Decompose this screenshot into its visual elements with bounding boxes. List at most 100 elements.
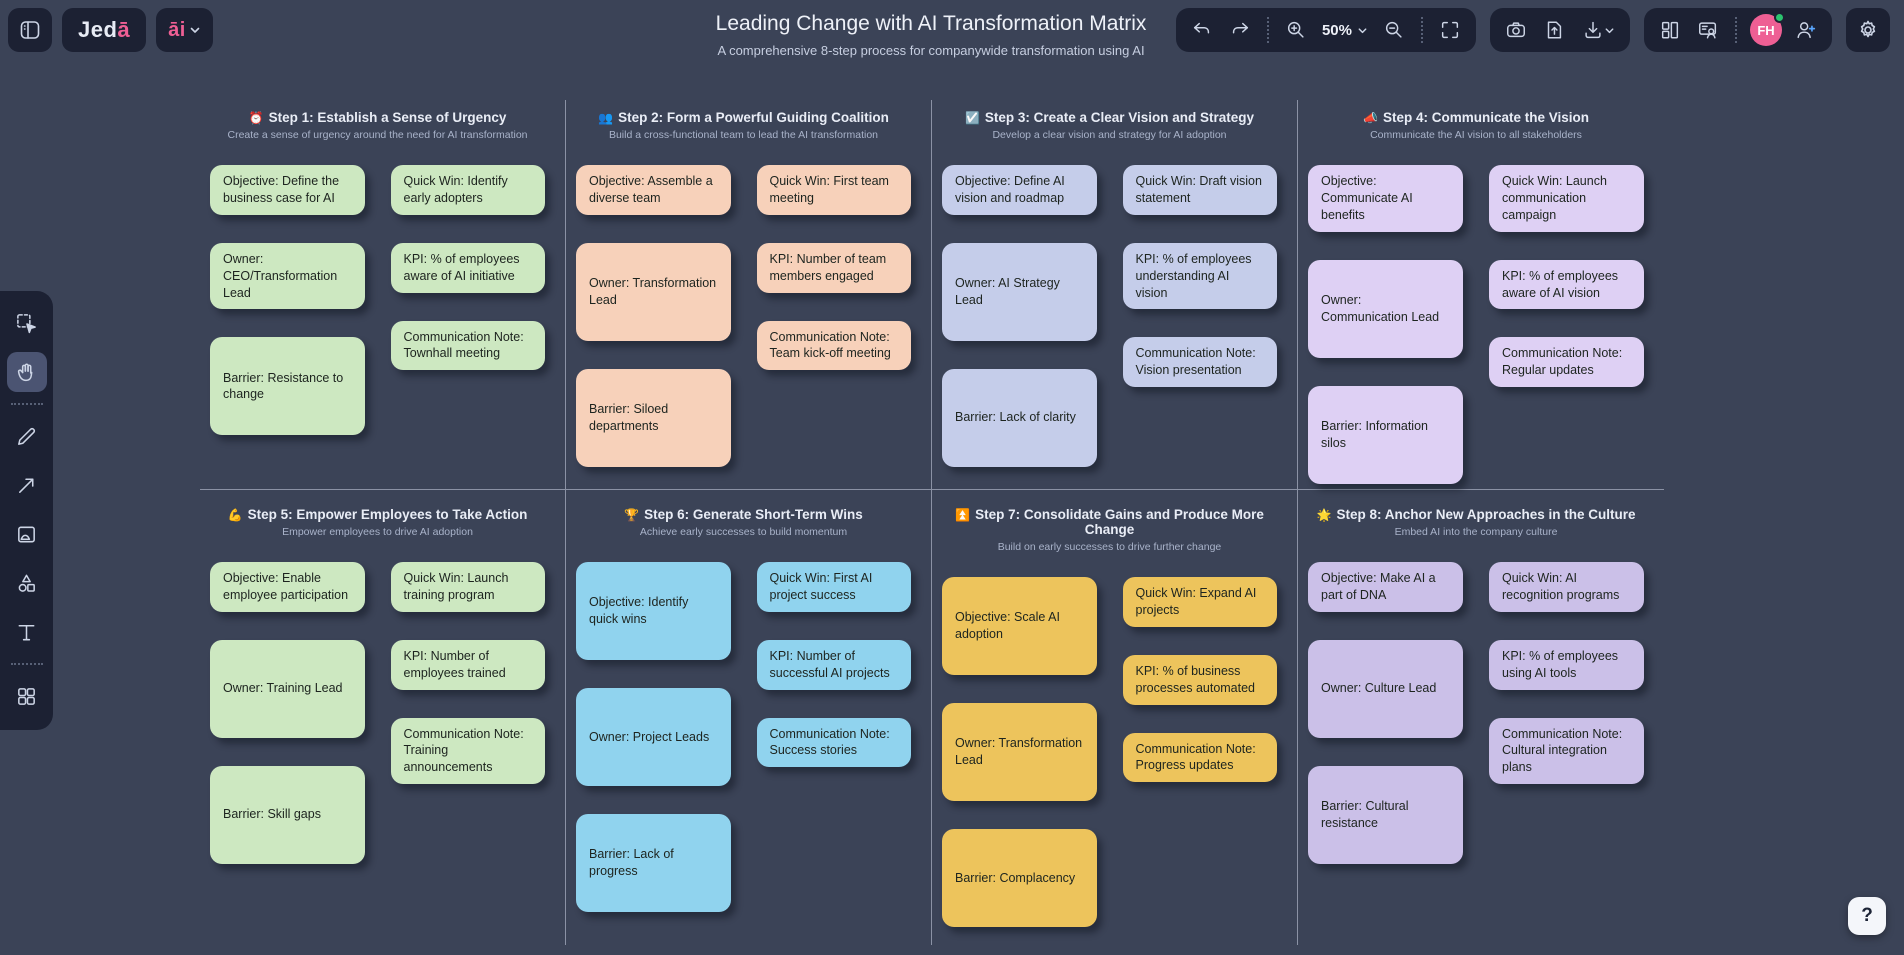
step-header[interactable]: ⏰Step 1: Establish a Sense of Urgency Cr… [210,110,545,141]
step-section: ⏰Step 1: Establish a Sense of Urgency Cr… [200,100,566,490]
step-header[interactable]: ☑️Step 3: Create a Clear Vision and Stra… [942,110,1277,141]
sticky-note[interactable]: Quick Win: Launch training program [390,562,545,612]
sticky-note[interactable]: Communication Note: Progress updates [1122,732,1277,783]
sticky-note[interactable]: Objective: Enable employee participation [210,562,365,612]
step-title: 🌟Step 8: Anchor New Approaches in the Cu… [1316,507,1636,522]
invite-user-button[interactable] [1788,12,1824,48]
sticky-note[interactable]: Barrier: Cultural resistance [1308,765,1463,864]
sticky-note[interactable]: Quick Win: Draft vision statement [1122,165,1277,215]
sticky-note[interactable]: Communication Note: Vision presentation [1122,337,1277,388]
sticky-note[interactable]: Barrier: Lack of clarity [942,368,1097,467]
sticky-note[interactable]: Communication Note: Cultural integration… [1489,717,1644,785]
layout-columns-icon [1659,19,1681,41]
sticky-note[interactable]: Objective: Make AI a part of DNA [1308,562,1463,612]
zoom-in-button[interactable] [1278,12,1314,48]
sticky-note[interactable]: Quick Win: Identify early adopters [390,165,545,215]
sticky-note[interactable]: Quick Win: First AI project success [756,562,911,612]
redo-button[interactable] [1222,12,1258,48]
image-icon [15,523,38,546]
step-header[interactable]: 🏆Step 6: Generate Short-Term Wins Achiev… [576,507,911,538]
account-avatar-button[interactable]: FH [1746,12,1786,48]
online-status-dot [1774,12,1785,23]
sticky-note[interactable]: Quick Win: Launch communication campaign [1489,165,1644,232]
step-title: ☑️Step 3: Create a Clear Vision and Stra… [964,110,1255,125]
zoom-level-dropdown[interactable]: 50% [1316,12,1374,48]
divider [10,663,43,665]
sticky-note[interactable]: Communication Note: Townhall meeting [390,320,545,371]
sticky-note[interactable]: Barrier: Siloed departments [576,368,731,467]
sticky-note[interactable]: Objective: Assemble a diverse team [576,165,731,215]
sticky-note[interactable]: Quick Win: First team meeting [756,165,911,215]
sticky-note[interactable]: Owner: AI Strategy Lead [942,242,1097,341]
step-header[interactable]: 🌟Step 8: Anchor New Approaches in the Cu… [1308,507,1644,538]
sidebar-toggle-button[interactable] [8,8,52,52]
screenshot-button[interactable] [1498,12,1534,48]
template-button[interactable] [1690,12,1726,48]
tool-rail [0,291,53,730]
step-header[interactable]: 💪Step 5: Empower Employees to Take Actio… [210,507,545,538]
sticky-note[interactable]: KPI: Number of team members engaged [756,242,911,293]
card-column-right: Quick Win: Launch communication campaign… [1489,165,1644,484]
download-button[interactable] [1574,12,1622,48]
matrix-grid: ⏰Step 1: Establish a Sense of Urgency Cr… [200,100,1664,945]
arrow-tool-button[interactable] [7,465,47,505]
layout-columns-button[interactable] [1652,12,1688,48]
sticky-note[interactable]: Barrier: Complacency [942,829,1097,927]
help-button[interactable]: ? [1848,897,1886,935]
sticky-note[interactable]: Quick Win: Expand AI projects [1122,577,1277,627]
shapes-tool-button[interactable] [7,563,47,603]
sticky-note[interactable]: KPI: Number of successful AI projects [756,639,911,690]
image-tool-button[interactable] [7,514,47,554]
apps-tool-button[interactable] [7,676,47,716]
undo-icon [1191,19,1213,41]
sticky-note[interactable]: Owner: Culture Lead [1308,639,1463,738]
step-section: 🌟Step 8: Anchor New Approaches in the Cu… [1298,490,1664,945]
zoom-out-button[interactable] [1376,12,1412,48]
sticky-note[interactable]: Objective: Define the business case for … [210,165,365,215]
sticky-note[interactable]: Owner: Transformation Lead [942,703,1097,801]
text-tool-button[interactable] [7,612,47,652]
sticky-note[interactable]: KPI: % of business processes automated [1122,654,1277,705]
undo-button[interactable] [1184,12,1220,48]
step-header[interactable]: 📣Step 4: Communicate the Vision Communic… [1308,110,1644,141]
step-title: 👥Step 2: Form a Powerful Guiding Coaliti… [598,110,889,125]
card-column-left: Objective: Make AI a part of DNA Owner: C… [1308,562,1463,864]
canvas-subtitle[interactable]: A comprehensive 8-step process for compa… [717,43,1145,58]
fit-screen-button[interactable] [1432,12,1468,48]
canvas-title[interactable]: Leading Change with AI Transformation Ma… [715,12,1147,35]
step-section: 👥Step 2: Form a Powerful Guiding Coaliti… [566,100,932,490]
sticky-note[interactable]: KPI: % of employees understanding AI vis… [1122,242,1277,310]
sticky-note[interactable]: Communication Note: Training announcemen… [390,717,545,785]
sticky-note[interactable]: Owner: Communication Lead [1308,259,1463,358]
sticky-note[interactable]: Objective: Communicate AI benefits [1308,165,1463,232]
hand-tool-button[interactable] [6,352,47,392]
sticky-note[interactable]: Owner: CEO/Transformation Lead [210,242,365,310]
sticky-note[interactable]: KPI: % of employees aware of AI initiati… [390,242,545,293]
sticky-note[interactable]: Communication Note: Regular updates [1489,337,1644,388]
history-zoom-group: 50% [1175,8,1476,52]
pencil-tool-button[interactable] [7,416,47,456]
sticky-note[interactable]: Owner: Training Lead [210,639,365,738]
sticky-note[interactable]: Objective: Identify quick wins [576,562,731,660]
ai-menu-button[interactable]: āi [156,8,213,52]
sticky-note[interactable]: Barrier: Information silos [1308,385,1463,484]
sticky-note[interactable]: Barrier: Lack of progress [576,814,731,912]
sticky-note[interactable]: Barrier: Resistance to change [210,337,365,436]
sticky-note[interactable]: Barrier: Skill gaps [210,765,365,864]
sticky-note[interactable]: KPI: % of employees aware of AI vision [1489,259,1644,310]
sticky-note[interactable]: Objective: Define AI vision and roadmap [942,165,1097,215]
sticky-note[interactable]: Communication Note: Team kick-off meetin… [756,320,911,371]
select-tool-button[interactable] [7,303,47,343]
sticky-note[interactable]: Communication Note: Success stories [756,717,911,768]
step-header[interactable]: 👥Step 2: Form a Powerful Guiding Coaliti… [576,110,911,141]
sticky-note[interactable]: Quick Win: AI recognition programs [1489,562,1644,612]
sticky-note[interactable]: Owner: Project Leads [576,688,731,786]
step-header[interactable]: ⏫Step 7: Consolidate Gains and Produce M… [942,507,1277,553]
sticky-note[interactable]: Objective: Scale AI adoption [942,577,1097,675]
sticky-note[interactable]: Owner: Transformation Lead [576,242,731,341]
export-file-button[interactable] [1536,12,1572,48]
sticky-note[interactable]: KPI: Number of employees trained [390,639,545,690]
settings-button[interactable] [1846,8,1890,52]
sticky-note[interactable]: KPI: % of employees using AI tools [1489,639,1644,690]
